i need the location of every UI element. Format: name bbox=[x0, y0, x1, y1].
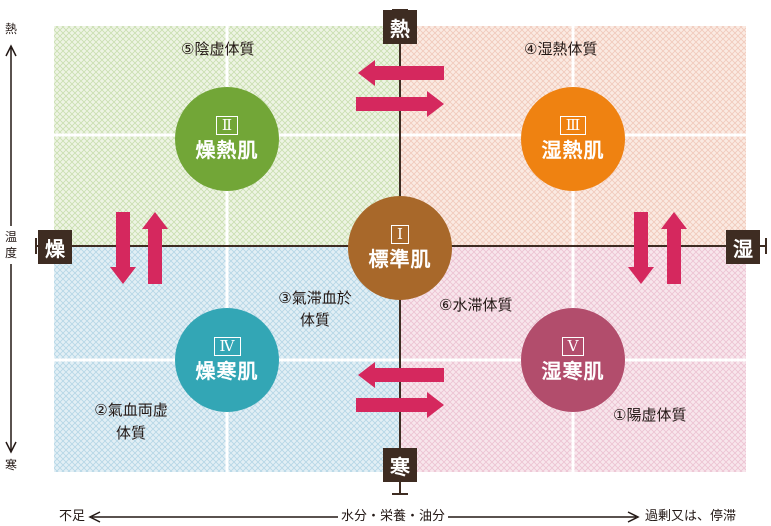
constitution-qi-blood-deficiency-line1: ②氣血両虚 bbox=[94, 401, 168, 419]
skin-type-name: 湿熱肌 bbox=[541, 138, 605, 162]
arrow-down-right bbox=[628, 212, 654, 284]
constitution-yang-deficiency: ①陽虚体質 bbox=[613, 406, 687, 424]
arrow-left-top bbox=[358, 60, 444, 86]
skin-type-number: Ⅱ bbox=[215, 116, 239, 135]
constitution-water-stagnation: ⑥水滞体質 bbox=[439, 296, 513, 314]
skin-type-number: Ⅴ bbox=[561, 337, 585, 356]
arrow-left-bottom bbox=[358, 362, 444, 388]
transition-arrows bbox=[110, 60, 687, 418]
bottom-axis-left-label: 不足 bbox=[56, 509, 89, 525]
axis-label-dry: 燥 bbox=[38, 230, 72, 264]
skin-type-circle-standard: Ⅰ 標準肌 bbox=[348, 196, 452, 300]
skin-type-circle-dry-cold: Ⅳ 燥寒肌 bbox=[175, 308, 279, 412]
left-axis-top-label: 熱 bbox=[4, 22, 17, 36]
axis-label-damp: 湿 bbox=[726, 230, 760, 264]
temperature-axis-arrow bbox=[5, 44, 17, 454]
left-axis-middle-label-2: 度 bbox=[4, 246, 17, 260]
constitution-qi-stagnation-line1: ③氣滞血於 bbox=[278, 289, 352, 307]
arrow-right-bottom bbox=[356, 392, 444, 418]
skin-type-name: 燥熱肌 bbox=[195, 138, 259, 162]
arrow-right-top bbox=[356, 91, 444, 117]
skin-type-circle-damp-cold: Ⅴ 湿寒肌 bbox=[521, 308, 625, 412]
constitution-damp-heat: ④湿熱体質 bbox=[524, 40, 598, 58]
skin-type-name: 標準肌 bbox=[368, 247, 432, 271]
skin-type-circle-dry-heat: Ⅱ 燥熱肌 bbox=[175, 87, 279, 191]
skin-type-number: Ⅰ bbox=[391, 225, 409, 244]
left-axis-bottom-label: 寒 bbox=[4, 458, 17, 472]
skin-type-number: Ⅳ bbox=[213, 337, 241, 356]
skin-type-number: Ⅲ bbox=[559, 116, 587, 135]
axis-label-cold: 寒 bbox=[383, 448, 417, 482]
constitution-qi-blood-deficiency-line2: 体質 bbox=[115, 424, 146, 442]
skin-type-name: 湿寒肌 bbox=[541, 359, 605, 383]
arrow-down-left bbox=[110, 212, 136, 284]
constitution-yin-deficiency: ⑤陰虚体質 bbox=[181, 40, 255, 58]
arrow-up-right bbox=[661, 212, 687, 284]
bottom-axis-center-label: 水分・栄養・油分 bbox=[338, 509, 449, 525]
skin-type-name: 燥寒肌 bbox=[195, 359, 259, 383]
axis-label-heat: 熱 bbox=[383, 10, 417, 44]
bottom-axis-right-label: 過剰又は、停滞 bbox=[642, 509, 740, 525]
left-axis-middle-label-1: 温 bbox=[4, 230, 17, 244]
skin-type-circle-damp-heat: Ⅲ 湿熱肌 bbox=[521, 87, 625, 191]
constitution-qi-stagnation-line2: 体質 bbox=[299, 311, 330, 329]
arrow-up-left bbox=[142, 212, 168, 284]
